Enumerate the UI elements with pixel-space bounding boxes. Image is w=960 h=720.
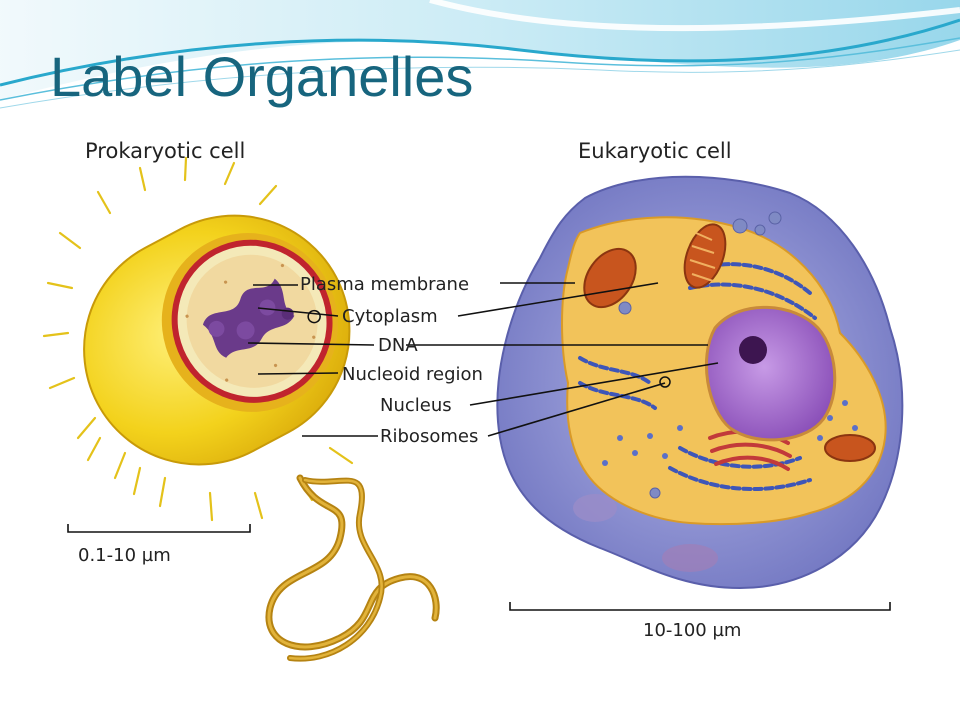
label-nucleus: Nucleus — [380, 395, 452, 416]
eukaryote-scale-label: 10-100 µm — [643, 620, 741, 641]
eukaryotic-cell-heading: Eukaryotic cell — [578, 139, 732, 163]
label-dna: DNA — [378, 335, 418, 356]
label-cytoplasm: Cytoplasm — [342, 306, 438, 327]
cell-comparison-figure: Prokaryotic cell Eukaryotic cell — [40, 118, 906, 678]
slide-title: Label Organelles — [50, 45, 474, 108]
header-wave-decoration — [0, 0, 960, 109]
prokaryote-scale-label: 0.1-10 µm — [78, 545, 171, 566]
label-plasma-membrane: Plasma membrane — [300, 274, 469, 295]
eukaryotic-cell-illustration — [496, 175, 904, 590]
label-leader-lines — [247, 282, 719, 437]
prokaryotic-cell-illustration — [42, 156, 440, 662]
prokaryotic-cell-heading: Prokaryotic cell — [85, 139, 245, 163]
eukaryote-scale-bar: 10-100 µm — [509, 602, 891, 641]
prokaryote-scale-bar: 0.1-10 µm — [67, 524, 251, 566]
label-nucleoid-region: Nucleoid region — [342, 364, 483, 385]
label-ribosomes: Ribosomes — [380, 426, 478, 447]
